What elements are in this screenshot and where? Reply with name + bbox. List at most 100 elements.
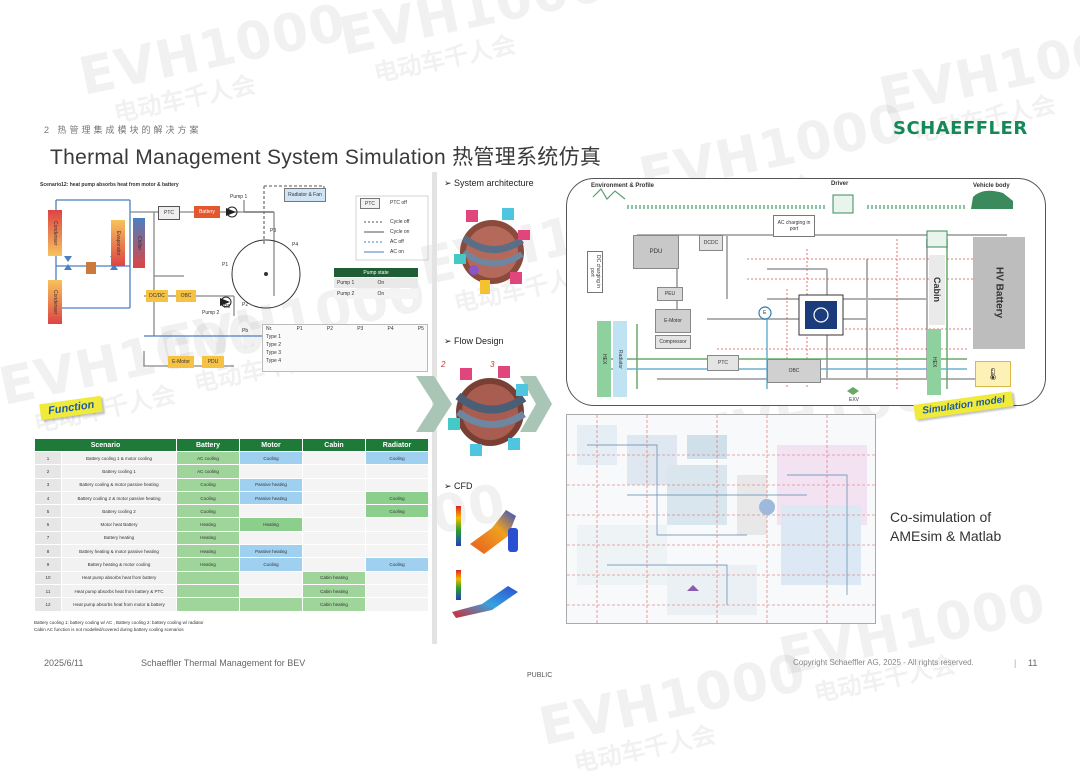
simulation-model: Environment & Profile Driver Vehicle bod… xyxy=(566,178,1046,406)
pump1-label: Pump 1 xyxy=(230,194,248,200)
cell-cabin xyxy=(302,557,366,572)
cell-cabin xyxy=(302,530,366,546)
slide-title: Thermal Management System Simulation 热管理… xyxy=(50,146,602,169)
circuit-lines xyxy=(55,185,429,367)
hex-right-block: HEX xyxy=(927,329,941,395)
legend-item: Cycle off xyxy=(390,219,410,225)
flow-design-image xyxy=(448,366,528,456)
e-label: E xyxy=(763,310,767,316)
cell-motor xyxy=(239,570,303,585)
cell-cabin xyxy=(302,517,366,532)
cell-cabin xyxy=(302,450,366,466)
middle-item: ➢ CFD xyxy=(444,481,473,492)
col-battery: Battery xyxy=(176,438,240,452)
cell-cabin: Cabin heating xyxy=(302,597,366,612)
row-scenario: Battery cooling 1 xyxy=(61,464,177,479)
cell-motor xyxy=(239,597,303,612)
row-scenario: Battery cooling 1 & motor cooling xyxy=(61,450,177,466)
cell-battery xyxy=(176,597,240,612)
footer-title: Schaeffler Thermal Management for BEV xyxy=(141,658,306,668)
ac-port-block: AC charging in port xyxy=(773,215,815,237)
col-motor: Motor xyxy=(239,438,303,452)
cosim-line1: Co-simulation of xyxy=(890,509,992,525)
emotor-block: E-Motor xyxy=(168,356,194,368)
port-p5: P5 xyxy=(224,304,231,310)
port-header: P5 xyxy=(417,326,424,332)
row-number: 10 xyxy=(34,570,62,585)
arrow-bullet-icon: ➢ xyxy=(444,178,455,188)
cell-radiator xyxy=(365,517,429,532)
pump-state-table: Pump state Pump 1 On Pump 2 On xyxy=(334,268,418,299)
classification-label: PUBLIC xyxy=(527,672,553,679)
circuit-diagram: Scenario12: heat pump absorbs heat from … xyxy=(34,176,430,416)
emotor-block: E-Motor xyxy=(655,309,691,333)
peu-block: PEU xyxy=(657,287,683,301)
pump-state: On xyxy=(377,280,385,286)
cell-radiator xyxy=(365,477,429,492)
row-number: 4 xyxy=(34,490,62,506)
cell-battery: Cooling xyxy=(176,504,240,519)
cfd-image xyxy=(452,506,518,618)
condenser-block: Condenser xyxy=(48,210,62,256)
legend-item: PTC off xyxy=(390,200,407,206)
driver-label: Driver xyxy=(831,181,849,187)
row-scenario: Heat pump absorbs heat from motor & batt… xyxy=(61,597,177,612)
port-row: Type 1 xyxy=(266,334,282,340)
col-radiator: Radiator xyxy=(365,438,429,452)
cell-motor: Passive heating xyxy=(239,477,303,492)
row-number: 3 xyxy=(34,477,62,492)
row-scenario: Heat pump absorbs heat from battery & PT… xyxy=(61,583,177,599)
port-header: P1 xyxy=(296,326,303,332)
pump-name: Pump 1 xyxy=(337,280,355,286)
row-scenario: Battery cooling & motor passive heating xyxy=(61,477,177,492)
ptc-block: PTC xyxy=(158,206,180,220)
dcdc-block: DC/DC xyxy=(146,290,168,302)
cell-motor xyxy=(239,530,303,546)
evaporator-block: Evaporator xyxy=(111,220,125,266)
row-scenario: Battery heating xyxy=(61,530,177,546)
system-architecture-label: System architecture xyxy=(454,178,534,188)
hv-battery-block: HV Battery xyxy=(973,237,1025,349)
hex-left-block: HEX xyxy=(597,321,611,397)
cell-motor: Passive heating xyxy=(239,490,303,506)
cell-cabin: Cabin heating xyxy=(302,583,366,599)
row-scenario: Battery heating & motor cooling xyxy=(61,557,177,572)
pdu-block: PDU xyxy=(202,356,224,368)
cosimulation-schematic xyxy=(567,415,875,623)
row-number: 8 xyxy=(34,544,62,559)
diagram-title: Scenario12: heat pump absorbs heat from … xyxy=(40,182,179,188)
condenser2-block: Condenser xyxy=(48,280,62,324)
footer-copyright: Copyright Schaeffler AG, 2025 - All righ… xyxy=(793,658,974,667)
legend-item: AC off xyxy=(390,239,404,245)
port-p1: P1 xyxy=(222,262,229,268)
cell-motor: Passive heating xyxy=(239,544,303,559)
scenario-table-header: Scenario Battery Motor Cabin Radiator xyxy=(34,438,429,452)
cell-radiator: Cooling xyxy=(365,504,429,519)
col-scenario: Scenario xyxy=(34,438,177,452)
port-row: Type 2 xyxy=(266,342,282,348)
ptc-block: PTC xyxy=(707,355,739,371)
cell-battery: AC cooling xyxy=(176,464,240,479)
row-scenario: Battery heating & motor passive heating xyxy=(61,544,177,559)
cell-cabin: Cabin heating xyxy=(302,570,366,585)
cell-battery: Cooling xyxy=(176,490,240,506)
exv-label: EXV xyxy=(849,397,860,403)
port-row: Type 3 xyxy=(266,350,282,356)
obc-block: OBC xyxy=(767,359,821,383)
port-header: P3 xyxy=(357,326,364,332)
cell-battery: Heating xyxy=(176,530,240,546)
cosim-line2: AMEsim & Matlab xyxy=(890,528,1002,544)
valve-architecture-image xyxy=(454,208,530,294)
cfd-label: CFD xyxy=(454,481,473,491)
chiller-block: Chiller xyxy=(133,218,145,268)
